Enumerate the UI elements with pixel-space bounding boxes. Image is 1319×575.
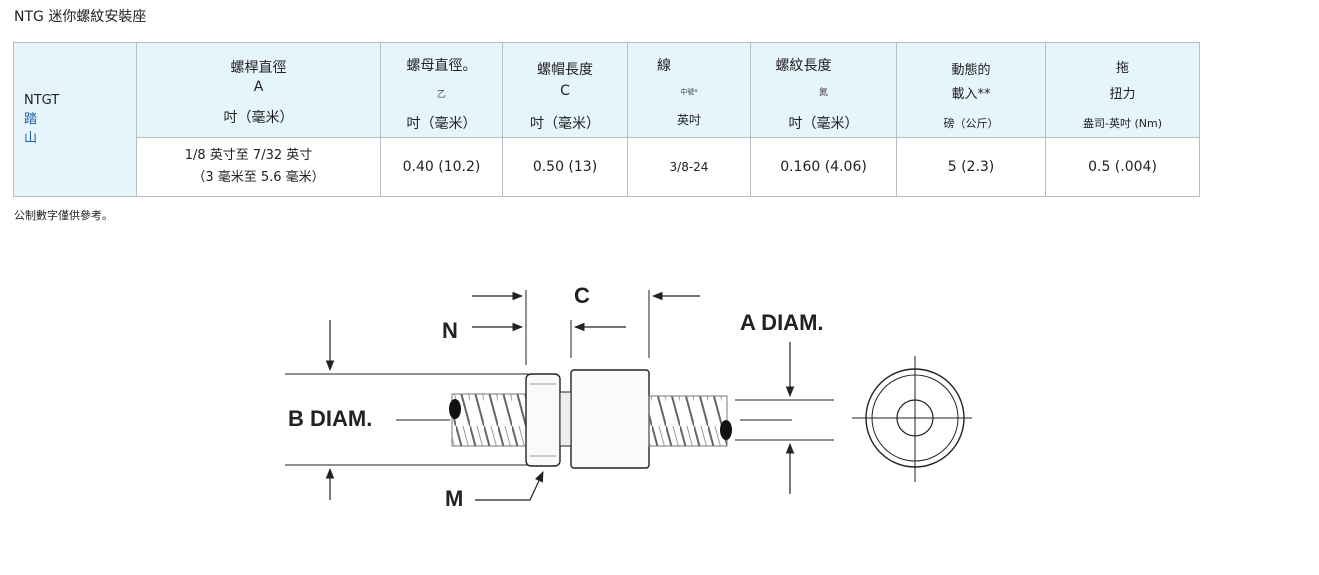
value-dynamic-load: 5 (2.3) — [896, 137, 1046, 197]
header-nut-diameter: 螺母直徑。 乙 吋（毫米） — [380, 42, 503, 138]
value-drag-torque: 0.5 (.004) — [1045, 137, 1200, 197]
label-n: N — [442, 318, 458, 343]
label-a-diam: A DIAM. — [740, 310, 824, 335]
table-header-row: NTGT 踏 山 螺桿直徑 A 吋（毫米） 螺母直徑。 乙 吋（毫米） 螺帽長度… — [13, 42, 1200, 197]
label-c: C — [574, 283, 590, 308]
model-link-line3[interactable]: 山 — [24, 131, 38, 146]
model-code: NTGT — [24, 93, 60, 108]
header-dynamic-load: 動態的 載入** 磅（公斤） — [896, 42, 1046, 138]
label-m: M — [445, 486, 463, 511]
header-drag-torque: 拖 扭力 盎司-英吋 (Nm) — [1045, 42, 1200, 138]
end-view — [852, 356, 972, 482]
model-cell: NTGT 踏 山 — [13, 42, 137, 197]
spec-table: NTGT 踏 山 螺桿直徑 A 吋（毫米） 螺母直徑。 乙 吋（毫米） 螺帽長度… — [13, 42, 1200, 197]
value-thread: 3/8-24 — [627, 137, 751, 197]
model-link-line2[interactable]: 踏 — [24, 112, 38, 127]
value-nut-diameter: 0.40 (10.2) — [380, 137, 503, 197]
value-screw-diameter: 1/8 英寸至 7/32 英寸 （3 毫米至 5.6 毫米） — [136, 137, 381, 197]
value-thread-length: 0.160 (4.06) — [750, 137, 897, 197]
nut-body — [525, 369, 650, 469]
label-b-diam: B DIAM. — [288, 406, 372, 431]
page-title: NTG 迷你螺紋安裝座 — [14, 9, 147, 25]
table-row: 1/8 英寸至 7/32 英寸 （3 毫米至 5.6 毫米） 0.40 (10.… — [14, 137, 1200, 197]
dimension-drawing: B DIAM. C N A DIAM. M — [285, 283, 972, 511]
header-thread-length: 螺紋長度 氮 吋（毫米） — [750, 42, 897, 138]
threaded-rod-right — [648, 395, 732, 447]
value-nut-length: 0.50 (13) — [502, 137, 628, 197]
header-screw-diameter: 螺桿直徑 A 吋（毫米） — [136, 42, 381, 138]
header-thread: 線 中號* 英吋 — [627, 42, 751, 138]
footnote: 公制數字僅供參考。 — [14, 209, 113, 222]
threaded-rod-left — [449, 393, 531, 447]
